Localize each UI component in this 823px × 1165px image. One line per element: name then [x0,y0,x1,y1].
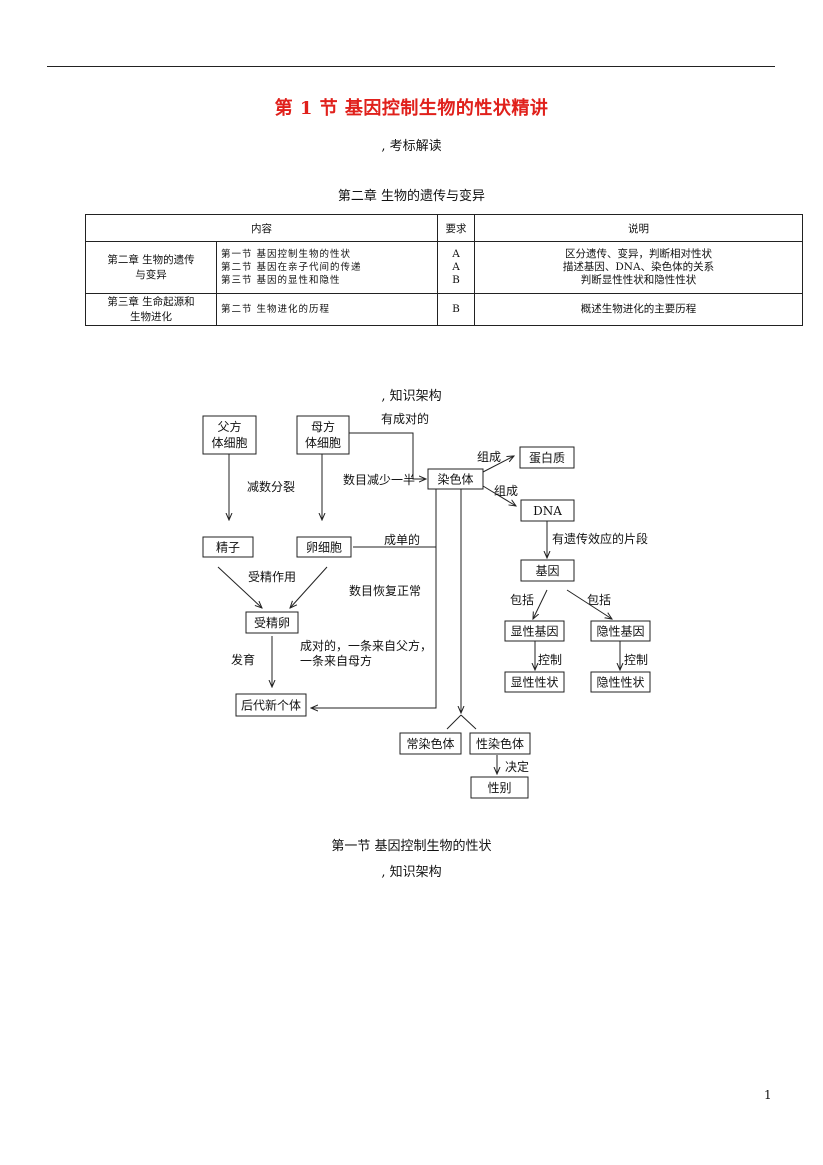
levels-cell: A A B [437,241,475,294]
sperm-box: 精子 [202,536,254,558]
notes-cell: 概述生物进化的主要历程 [474,293,803,326]
svg-text:后代新个体: 后代新个体 [241,698,301,713]
egg-box: 卵细胞 [296,536,352,558]
knowledge-diagram: 父方 体细胞 母方 体细胞 染色体 蛋白质 DNA 精子 卵细胞 基因 受精卵 … [202,411,651,799]
arrow-chromosome-dna [482,485,516,506]
svg-text:性染色体: 性染色体 [476,736,524,751]
chapter-cell: 第二章 生物的遗传 与变异 [85,241,217,294]
recessive-trait-box: 隐性性状 [590,671,651,693]
label-decide: 决定 [505,759,529,774]
svg-text:父方: 父方 [217,419,241,434]
zygote-box: 受精卵 [245,611,299,634]
dominant-trait-box: 显性性状 [504,671,565,693]
svg-text:母方: 母方 [311,419,335,434]
gene-box: 基因 [520,559,575,582]
section-kaobiao-heading: , 考标解读 [381,139,442,154]
svg-text:显性基因: 显性基因 [510,625,558,639]
levels-cell: B [437,293,475,326]
arrow-mother-chromosome [349,432,426,479]
label-control-dominant: 控制 [538,653,562,667]
sections-cell: 第二节 生物进化的历程 [216,293,438,326]
label-include-recessive: 包括 [587,592,611,607]
table-row: 第二章 生物的遗传 与变异 第一节 基因控制生物的性状 第二节 基因在亲子代间的… [85,241,803,294]
label-compose-dna: 组成 [494,484,518,498]
standards-table: 内容 要求 说明 第二章 生物的遗传 与变异 第一节 基因控制生物的性状 第二节… [85,214,803,326]
page-title: 第 1 节 基因控制生物的性状精讲 [274,98,549,119]
arrow-sperm-zygote [217,566,262,608]
notes-cell: 区分遗传、变异，判断相对性状 描述基因、DNA、染色体的关系 判断显性性状和隐性… [474,241,803,294]
svg-text:基因: 基因 [535,564,559,578]
svg-text:蛋白质: 蛋白质 [529,450,565,465]
svg-text:卵细胞: 卵细胞 [306,541,342,555]
table-header-row: 内容 要求 说明 [85,214,803,242]
chapter-cell: 第三章 生命起源和 生物进化 [85,293,217,326]
mother-cell-box: 母方 体细胞 [296,415,350,455]
svg-text:性别: 性别 [487,781,511,795]
label-halved: 数目减少一半 [343,472,415,487]
label-compose-protein: 组成 [477,450,501,464]
label-meiosis: 减数分裂 [247,479,295,494]
table-row: 第三章 生命起源和 生物进化 第二节 生物进化的历程 B 概述生物进化的主要历程 [85,293,803,326]
father-cell-box: 父方 体细胞 [202,415,257,455]
label-fertilization: 受精作用 [248,570,296,584]
chapter-heading: 第二章 生物的遗传与变异 [337,189,486,204]
dna-box: DNA [520,499,575,522]
section-first-heading: 第一节 基因控制生物的性状 [331,839,492,854]
label-segment: 有遗传效应的片段 [552,531,648,546]
sex-chromosome-box: 性染色体 [469,732,531,755]
header-notes: 说明 [474,214,803,242]
autosome-box: 常染色体 [399,732,462,755]
svg-text:受精卵: 受精卵 [254,616,290,630]
label-restore: 数目恢复正常 [349,583,421,598]
svg-text:精子: 精子 [216,541,240,555]
svg-text:DNA: DNA [533,504,562,518]
label-single: 成单的 [384,532,420,547]
protein-box: 蛋白质 [519,446,575,469]
branch-autosome [446,714,462,730]
recessive-gene-box: 隐性基因 [590,620,651,642]
arrow-gene-recessive [566,589,612,619]
arrow-egg-zygote [290,566,328,608]
header-content: 内容 [85,214,438,242]
branch-sex-chromosome [460,714,477,730]
label-develop: 发育 [231,652,255,667]
svg-text:体细胞: 体细胞 [211,436,247,450]
sections-cell: 第一节 基因控制生物的性状 第二节 基因在亲子代间的传递 第三节 基因的显性和隐… [216,241,438,294]
sex-box: 性别 [470,776,529,799]
arrow-chromosome-offspring [311,489,437,708]
header-rule [47,66,775,67]
svg-text:常染色体: 常染色体 [406,736,454,751]
svg-text:隐性性状: 隐性性状 [596,676,644,690]
chromosome-box: 染色体 [427,468,484,490]
svg-text:隐性基因: 隐性基因 [596,625,644,639]
page-number: 1 [764,1088,772,1102]
header-requirement: 要求 [437,214,475,242]
arrow-chromosome-protein [482,456,514,473]
label-pair-origin-2: 一条来自母方 [300,653,372,668]
label-control-recessive: 控制 [624,653,648,667]
label-include-dominant: 包括 [510,592,534,607]
section-zhishi-heading: , 知识架构 [381,389,442,404]
offspring-box: 后代新个体 [235,693,307,717]
svg-text:染色体: 染色体 [437,472,473,487]
label-pair-origin-1: 成对的，一条来自父方， [300,638,432,653]
label-paired: 有成对的 [381,411,429,426]
svg-text:显性性状: 显性性状 [510,676,558,690]
section-zhishi-heading-2: , 知识架构 [381,865,442,880]
dominant-gene-box: 显性基因 [504,620,565,642]
arrow-gene-dominant [533,589,548,619]
svg-text:体细胞: 体细胞 [305,436,341,450]
